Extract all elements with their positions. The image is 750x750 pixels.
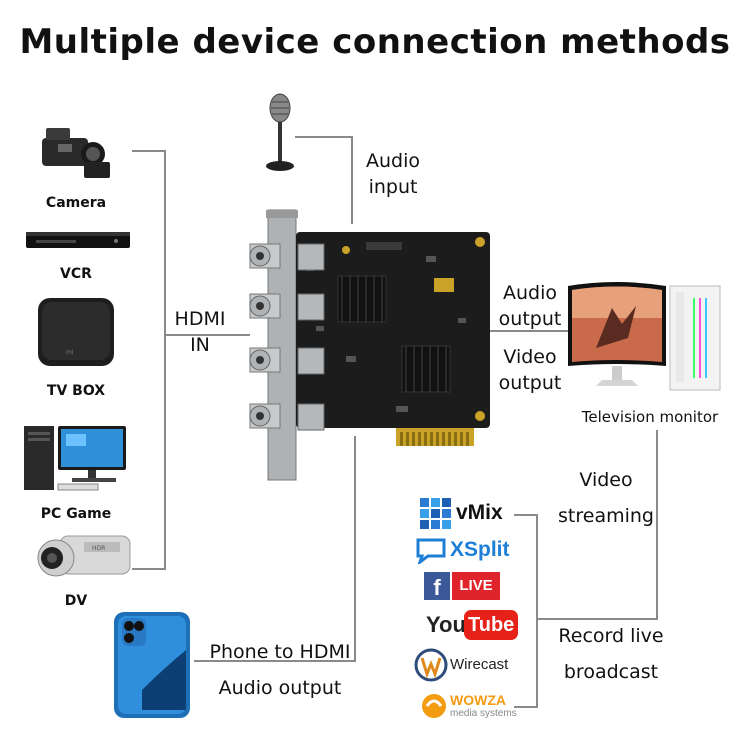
svg-text:mi: mi bbox=[66, 349, 74, 356]
capture-card bbox=[249, 209, 490, 481]
hdmi-in-label: HDMI IN bbox=[174, 308, 226, 356]
facebook-live-logo: f LIVE bbox=[424, 572, 502, 600]
xsplit-logo: XSplit bbox=[416, 536, 516, 566]
vmix-icon bbox=[420, 498, 451, 529]
monitor-icon bbox=[568, 282, 721, 391]
wirecast-logo: Wirecast bbox=[414, 648, 514, 682]
phone-label: Phone to HDMI Audio output bbox=[209, 641, 351, 699]
wowza-icon bbox=[422, 694, 446, 718]
device-label-tv-box: TV BOX bbox=[46, 383, 106, 399]
record-live-label: Record live broadcast bbox=[558, 625, 664, 683]
svg-text:HDR: HDR bbox=[92, 545, 105, 552]
camera-icon bbox=[42, 128, 110, 178]
pc-icon bbox=[24, 426, 126, 491]
youtube-you-text: You bbox=[426, 612, 466, 637]
device-label-vcr: VCR bbox=[60, 266, 92, 282]
vmix-text: vMix bbox=[456, 501, 503, 524]
wirecast-text: Wirecast bbox=[450, 656, 509, 673]
camcorder-icon: HDR bbox=[37, 535, 131, 577]
audio-input-label: Audio input bbox=[365, 150, 420, 198]
microphone-icon bbox=[266, 93, 294, 171]
monitor-label: Television monitor bbox=[581, 408, 719, 426]
wowza-logo: WOWZA media systems bbox=[420, 690, 517, 724]
wirecast-icon bbox=[414, 648, 448, 682]
video-output-label: Video output bbox=[498, 346, 562, 394]
device-label-camera: Camera bbox=[45, 195, 107, 211]
vmix-logo: vMix bbox=[420, 498, 516, 530]
page-title: Multiple device connection methods bbox=[19, 22, 731, 62]
wowza-subtext: media systems bbox=[450, 708, 517, 719]
video-streaming-label: Video streaming bbox=[558, 469, 654, 527]
youtube-logo: You Tube bbox=[426, 610, 519, 642]
vcr-icon bbox=[26, 232, 130, 248]
xsplit-text: XSplit bbox=[450, 538, 510, 561]
live-badge: LIVE bbox=[452, 572, 500, 600]
audio-output-label: Audio output bbox=[498, 282, 562, 330]
xsplit-icon bbox=[416, 538, 446, 564]
wowza-text: WOWZA bbox=[450, 692, 506, 708]
youtube-tube-text: Tube bbox=[464, 610, 519, 640]
tv-box-icon: mi bbox=[38, 298, 114, 366]
phone-icon bbox=[114, 612, 190, 718]
device-label-pc-game: PC Game bbox=[40, 506, 112, 522]
facebook-icon: f bbox=[424, 572, 450, 600]
device-label-dv: DV bbox=[64, 593, 88, 609]
